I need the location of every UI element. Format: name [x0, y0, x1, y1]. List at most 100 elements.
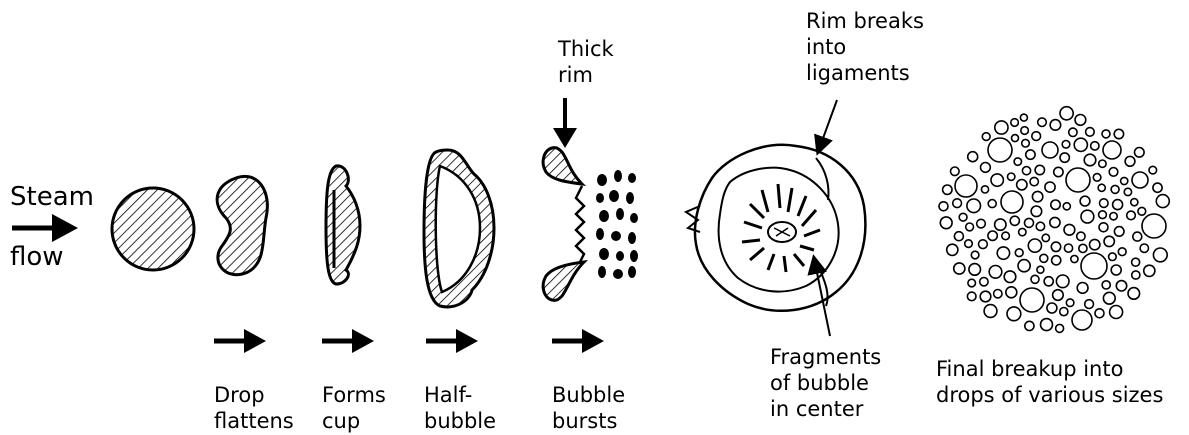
droplet-cloud — [939, 107, 1169, 333]
droplet — [1128, 288, 1140, 300]
flattened-drop — [217, 176, 267, 274]
droplet — [1056, 324, 1064, 332]
droplet — [959, 213, 967, 221]
droplet — [988, 231, 997, 240]
droplet — [1133, 232, 1142, 241]
droplet — [1010, 216, 1019, 225]
droplet — [977, 219, 986, 228]
droplet — [1079, 244, 1087, 252]
stage-caption-half-bubble: Half- bubble — [424, 382, 496, 434]
droplet — [1102, 281, 1110, 289]
droplet — [1025, 321, 1034, 330]
droplet — [1066, 299, 1074, 307]
droplet — [1113, 200, 1123, 210]
droplet — [1052, 256, 1061, 265]
droplet — [1099, 211, 1107, 219]
droplet — [1156, 195, 1169, 208]
droplet — [1001, 191, 1023, 213]
droplet — [1022, 139, 1030, 147]
droplet — [1084, 154, 1096, 166]
droplet — [1037, 266, 1044, 273]
droplet — [1062, 141, 1070, 149]
droplet — [954, 232, 963, 241]
droplet — [1012, 135, 1019, 142]
droplet — [997, 247, 1009, 259]
droplet — [1110, 306, 1123, 319]
droplet — [1072, 310, 1092, 330]
droplet — [1077, 283, 1088, 294]
droplet — [1091, 142, 1099, 150]
droplet — [980, 278, 988, 286]
droplet — [940, 217, 952, 229]
droplet — [1020, 288, 1044, 312]
droplet — [1110, 213, 1117, 220]
droplet — [1069, 128, 1077, 136]
droplet — [1047, 303, 1057, 313]
droplet — [1104, 236, 1114, 246]
droplet — [1118, 248, 1126, 256]
droplet — [980, 291, 991, 302]
droplet — [994, 290, 1002, 298]
droplet — [1051, 242, 1060, 251]
droplet — [966, 223, 974, 231]
droplet — [1060, 107, 1073, 120]
droplet — [995, 121, 1008, 134]
droplet — [1030, 177, 1038, 185]
droplet — [1017, 180, 1027, 190]
droplet — [968, 279, 976, 287]
droplet — [1075, 115, 1086, 126]
droplet — [954, 263, 965, 274]
droplet — [1007, 307, 1021, 321]
droplet — [1044, 277, 1053, 286]
droplet — [988, 138, 1012, 162]
droplet — [947, 244, 958, 255]
droplet — [1149, 166, 1157, 174]
droplet — [1042, 142, 1058, 158]
droplet — [1153, 183, 1162, 192]
droplet — [1025, 218, 1034, 227]
droplet — [1138, 207, 1146, 215]
droplet — [1063, 203, 1070, 210]
droplet — [1109, 253, 1117, 261]
droplet — [1064, 244, 1072, 252]
droplet — [1095, 309, 1104, 318]
droplet — [1142, 214, 1166, 238]
bursting-bubble — [543, 98, 638, 300]
droplet — [1100, 199, 1109, 208]
droplet — [967, 292, 976, 301]
droplet — [1121, 177, 1128, 184]
stage-caption-forms-cup: Forms cup — [322, 382, 386, 434]
stage-arrows — [214, 329, 604, 353]
spherical-drop — [112, 188, 194, 270]
stage-caption-bubble-bursts: Bubble bursts — [552, 382, 625, 434]
droplet — [1031, 275, 1039, 283]
droplet — [1060, 308, 1068, 316]
final-breakup-label: Final breakup into drops of various size… — [936, 356, 1163, 408]
droplet — [1074, 138, 1087, 151]
rim-breaks-label: Rim breaks into ligaments — [806, 8, 924, 86]
droplet — [1132, 271, 1140, 279]
droplet — [1077, 232, 1085, 240]
droplet — [984, 305, 997, 318]
droplet — [1011, 119, 1019, 127]
steam-flow-label: Steam flow — [10, 182, 94, 272]
droplet — [988, 200, 996, 208]
droplet — [1086, 128, 1095, 137]
droplet — [1103, 141, 1121, 159]
droplet — [1019, 228, 1026, 235]
droplet — [943, 185, 952, 194]
droplet — [1127, 211, 1136, 220]
droplet — [967, 199, 981, 213]
droplet — [1042, 234, 1049, 241]
droplet — [968, 152, 978, 162]
disintegrating-sheet — [686, 145, 865, 311]
droplet — [953, 199, 962, 208]
droplet — [1014, 158, 1021, 165]
droplet — [1022, 167, 1030, 175]
droplet — [1035, 165, 1044, 174]
droplet — [1085, 300, 1094, 309]
droplet — [951, 167, 960, 176]
droplet — [1080, 196, 1090, 206]
droplet — [1018, 260, 1030, 272]
droplet — [995, 219, 1006, 230]
